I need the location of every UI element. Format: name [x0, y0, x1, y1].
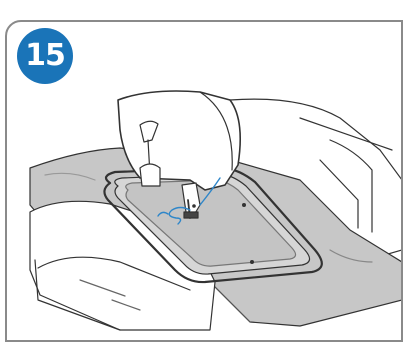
step-number: 15	[25, 41, 65, 71]
step-badge: 15	[17, 28, 73, 84]
presser-foot	[182, 183, 200, 218]
